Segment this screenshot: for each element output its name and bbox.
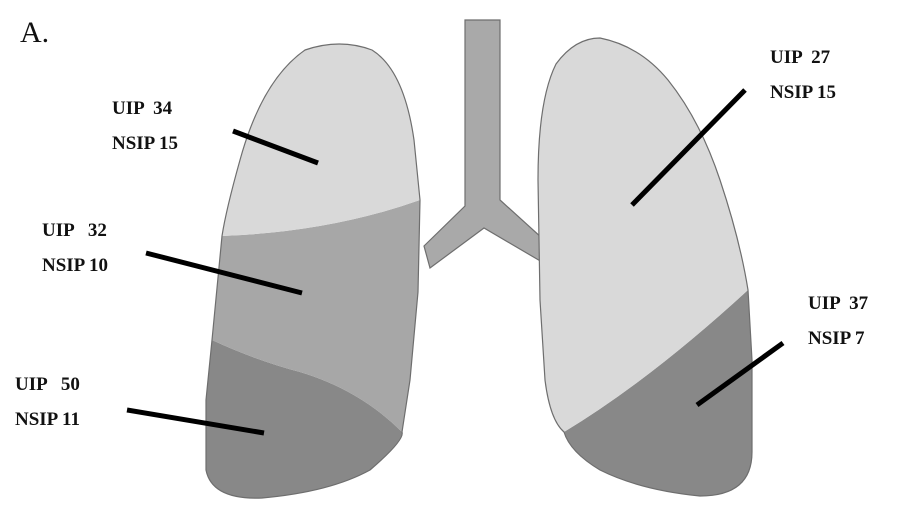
label-left-lower-uip: UIP 37 — [808, 293, 869, 314]
label-left-upper: UIP 27 NSIP 15 — [770, 47, 836, 103]
label-right-middle-uip: UIP 32 — [42, 220, 107, 241]
left-lung — [538, 38, 752, 496]
label-right-lower: UIP 50 NSIP 11 — [15, 374, 80, 430]
panel-label: A. — [20, 16, 49, 49]
label-right-middle: UIP 32 NSIP 10 — [42, 220, 108, 276]
label-right-lower-nsip: NSIP 11 — [15, 409, 80, 430]
label-right-upper: UIP 34 NSIP 15 — [112, 98, 178, 154]
trachea — [424, 20, 542, 268]
label-right-lower-uip: UIP 50 — [15, 374, 80, 395]
label-left-upper-nsip: NSIP 15 — [770, 82, 836, 103]
label-left-upper-uip: UIP 27 — [770, 47, 831, 68]
label-right-middle-nsip: NSIP 10 — [42, 255, 108, 276]
label-left-lower-nsip: NSIP 7 — [808, 328, 865, 349]
label-right-upper-nsip: NSIP 15 — [112, 133, 178, 154]
label-right-upper-uip: UIP 34 — [112, 98, 173, 119]
label-left-lower: UIP 37 NSIP 7 — [808, 293, 869, 349]
